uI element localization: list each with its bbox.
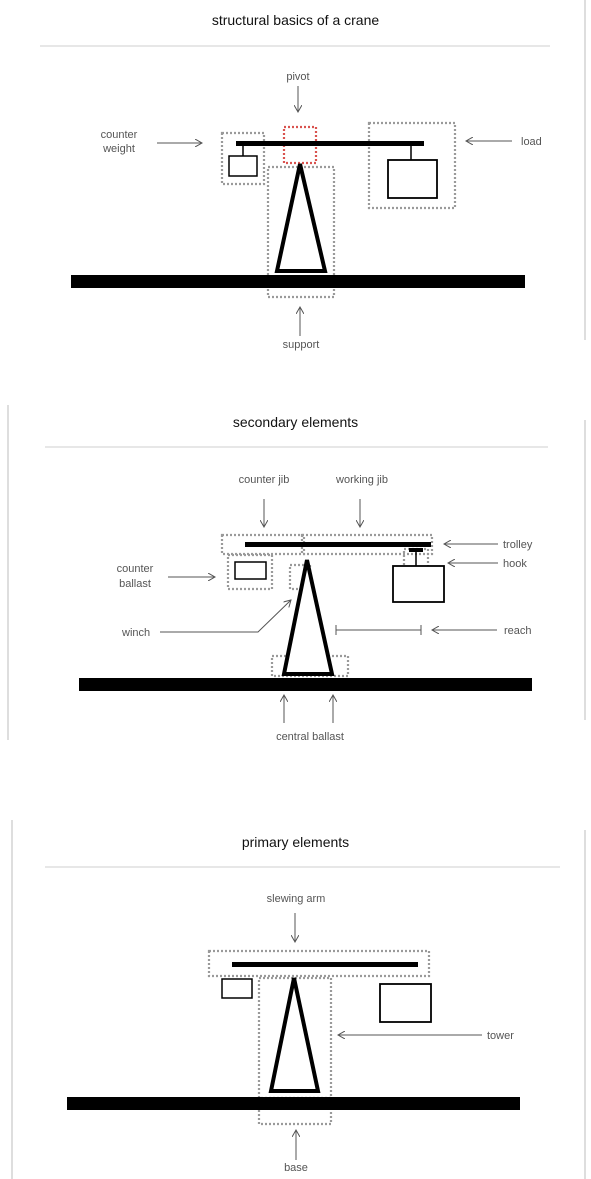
counter-weight-label-line2: weight	[102, 143, 135, 155]
panel2-title: secondary elements	[232, 414, 359, 430]
panel3-title: primary elements	[241, 834, 350, 850]
trolley	[409, 548, 423, 552]
counter-ballast-block	[234, 561, 267, 580]
panel-primary-elements: slewing arm tower base	[45, 866, 560, 1174]
counter-weight-outline	[220, 131, 266, 186]
panel-secondary-elements: counter jib working jib trolley hook cou…	[45, 446, 548, 743]
hook-label: hook	[503, 558, 527, 570]
panel-structural-basics: pivot counter weight load support	[40, 45, 550, 351]
counter-jib-outline	[220, 533, 306, 556]
counter-ballast-label-line1: counter	[117, 563, 154, 575]
load-block	[392, 565, 445, 603]
winch-label: winch	[121, 627, 150, 639]
base-outline	[257, 1106, 333, 1126]
slewing-arm-outline	[207, 949, 431, 978]
central-ballast-label: central ballast	[276, 731, 344, 743]
counter-ballast-label-line2: ballast	[119, 578, 151, 590]
jib-beam	[245, 542, 431, 547]
pivot-label: pivot	[286, 71, 309, 83]
load-block	[379, 983, 432, 1023]
tower	[268, 977, 321, 1093]
reach-label: reach	[504, 625, 532, 637]
counter-ballast-outline	[226, 553, 274, 591]
slewing-arm-beam	[232, 962, 418, 967]
support-tower	[274, 163, 328, 273]
ground-base	[71, 275, 525, 288]
load-label: load	[521, 136, 542, 148]
panel1-title: structural basics of a crane	[211, 12, 380, 28]
support-label: support	[283, 339, 320, 351]
tower-label: tower	[487, 1030, 514, 1042]
base-ground	[67, 1097, 520, 1110]
winch-arrow	[160, 600, 291, 633]
trolley-label: trolley	[503, 539, 533, 551]
counterweight-block	[221, 978, 253, 999]
counterweight-block	[228, 155, 258, 177]
counter-jib-label: counter jib	[239, 474, 290, 486]
base-label: base	[284, 1162, 308, 1174]
slewing-arm-label: slewing arm	[267, 893, 326, 905]
ground-base	[79, 678, 532, 691]
counter-weight-label-line1: counter	[101, 129, 138, 141]
load-block	[387, 159, 438, 199]
load-outline	[367, 121, 457, 210]
jib-beam	[236, 141, 424, 146]
working-jib-label: working jib	[335, 474, 388, 486]
support-tower	[281, 559, 335, 676]
